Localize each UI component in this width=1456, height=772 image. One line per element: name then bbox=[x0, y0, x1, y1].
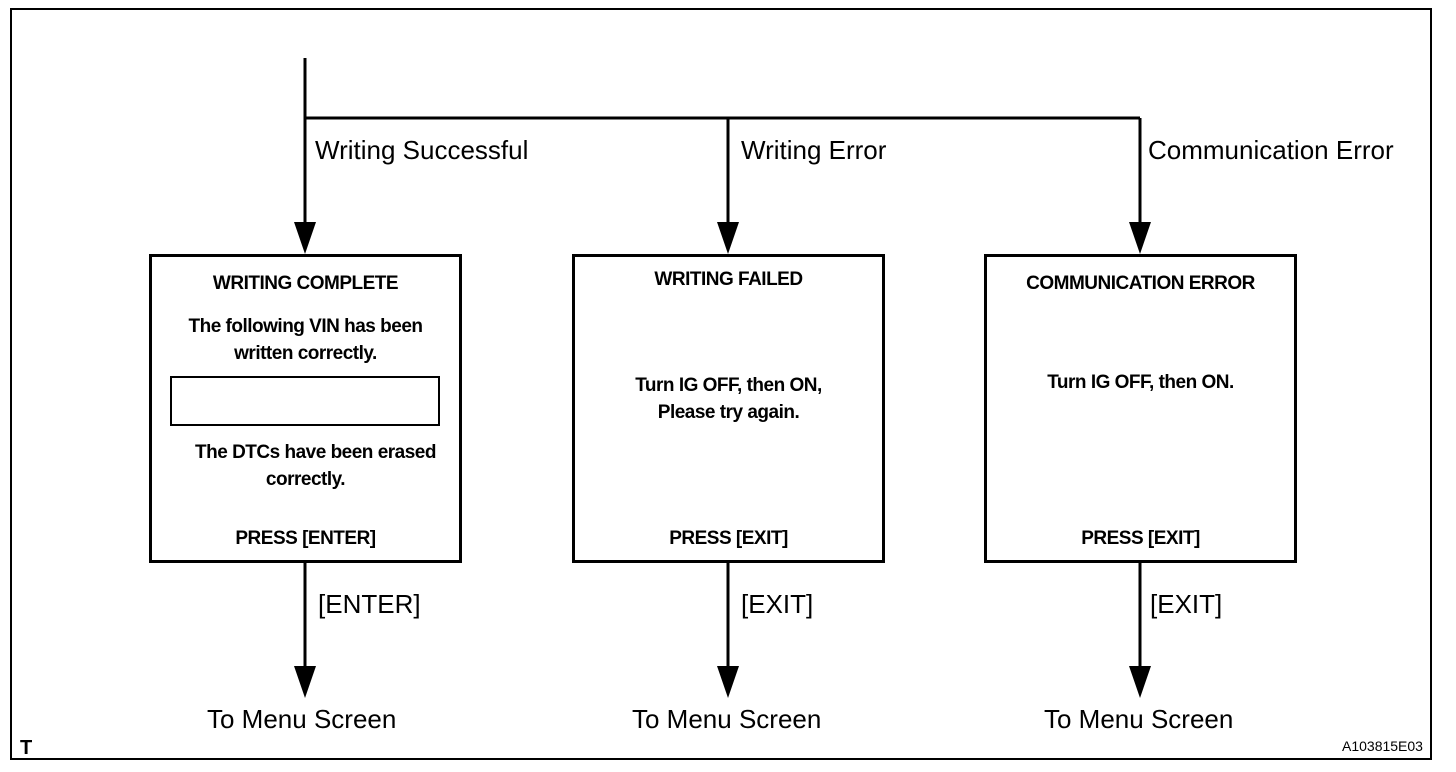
arrowhead-enter bbox=[294, 666, 316, 698]
destination-label: To Menu Screen bbox=[632, 704, 822, 734]
screen-title: WRITING COMPLETE bbox=[212, 273, 399, 294]
screen-text-line: written correctly. bbox=[234, 343, 377, 364]
arrowhead-exit1 bbox=[717, 666, 739, 698]
figure-code: A103815E03 bbox=[1342, 738, 1423, 754]
screen-text-line: The following VIN has been bbox=[188, 316, 423, 337]
screen-prompt: PRESS [ENTER] bbox=[235, 528, 376, 549]
screen-text-line: Please try again. bbox=[657, 402, 800, 423]
arrowhead-comm-error bbox=[1129, 222, 1151, 254]
diagram-frame bbox=[10, 8, 1432, 760]
screen-title: WRITING FAILED bbox=[654, 269, 803, 290]
destination-label: To Menu Screen bbox=[1044, 704, 1234, 734]
corner-mark: T bbox=[20, 737, 33, 759]
screen-prompt: PRESS [EXIT] bbox=[1081, 528, 1200, 549]
vin-display-field bbox=[170, 376, 440, 426]
screen-prompt: PRESS [EXIT] bbox=[669, 528, 788, 549]
screen-writing-complete: WRITING COMPLETE The following VIN has b… bbox=[149, 254, 462, 563]
key-label-exit: [EXIT] bbox=[741, 589, 814, 619]
branch-label-write-error: Writing Error bbox=[741, 135, 887, 165]
screen-writing-failed: WRITING FAILED Turn IG OFF, then ON, Ple… bbox=[572, 254, 885, 563]
screen-text-line: correctly. bbox=[265, 469, 346, 490]
screen-communication-error: COMMUNICATION ERROR Turn IG OFF, then ON… bbox=[984, 254, 1297, 563]
arrowhead-write-error bbox=[717, 222, 739, 254]
screen-text-line: Turn IG OFF, then ON, bbox=[635, 375, 822, 396]
screen-text-line: The DTCs have been erased bbox=[195, 442, 436, 463]
screen-text-line: Turn IG OFF, then ON. bbox=[1047, 372, 1234, 393]
arrowhead-exit2 bbox=[1129, 666, 1151, 698]
screen-title: COMMUNICATION ERROR bbox=[1026, 273, 1255, 294]
branch-label-success: Writing Successful bbox=[315, 135, 529, 165]
key-label-exit: [EXIT] bbox=[1150, 589, 1223, 619]
destination-label: To Menu Screen bbox=[207, 704, 397, 734]
branch-label-comm-error: Communication Error bbox=[1148, 135, 1394, 165]
key-label-enter: [ENTER] bbox=[318, 589, 421, 619]
arrowhead-success bbox=[294, 222, 316, 254]
